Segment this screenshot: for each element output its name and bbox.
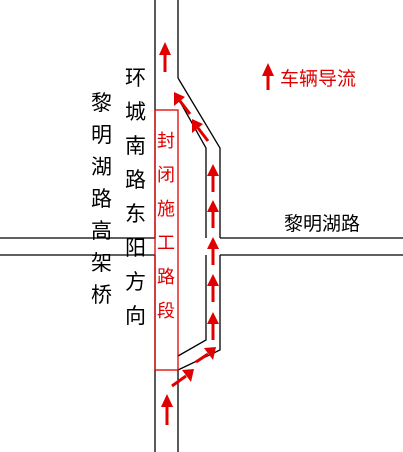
label-char: 高 [91, 219, 112, 243]
detour-outer-boundary-bottom [177, 255, 221, 371]
arrow-icon [207, 200, 219, 228]
label-char: 路 [91, 187, 112, 211]
detour-outer-boundary-top [177, 77, 221, 238]
arrow-icon [171, 369, 194, 388]
label-char: 阳 [125, 236, 146, 260]
label-char: 南 [125, 134, 146, 158]
diversion-arrows [159, 42, 274, 425]
arrow-icon [161, 394, 173, 425]
label-char: 东 [125, 202, 146, 226]
arrow-icon [207, 164, 219, 192]
label-char: 工 [157, 233, 175, 254]
legend-label: 车辆导流 [280, 68, 357, 90]
arrow-icon [207, 237, 219, 265]
label-char: 路 [125, 168, 146, 192]
label-char: 路 [157, 267, 175, 288]
arrow-icon [207, 312, 219, 340]
closed-section-box [154, 109, 179, 371]
detour-inner-boundary-top [177, 97, 207, 238]
detour-inner-boundary-bottom [177, 255, 207, 357]
label-char: 明 [91, 123, 112, 147]
label-char: 架 [91, 251, 112, 275]
label-char: 方 [125, 270, 146, 294]
road-label-right-vertical: 环城南路东阳方向 [125, 68, 146, 327]
label-char: 向 [125, 304, 146, 328]
label-char: 段 [157, 301, 175, 322]
red-up-arrow-icon [262, 63, 274, 90]
label-char: 桥 [91, 283, 112, 307]
label-char: 城 [125, 100, 146, 124]
arrow-icon [159, 42, 171, 72]
cross-road-label: 黎明湖路 [284, 213, 361, 235]
road-label-left-vertical: 黎明湖路高架桥 [91, 93, 112, 306]
label-char: 黎 [91, 91, 112, 115]
arrow-icon [207, 274, 219, 302]
closed-section-label: 封闭施工路段 [157, 133, 175, 321]
arrow-icon [195, 347, 216, 364]
arrow-icon [174, 92, 192, 115]
label-char: 闭 [157, 165, 175, 186]
label-char: 环 [125, 66, 146, 90]
label-char: 湖 [91, 155, 112, 179]
arrow-icon [192, 119, 210, 142]
label-char: 封 [157, 131, 175, 152]
label-char: 施 [157, 199, 175, 220]
